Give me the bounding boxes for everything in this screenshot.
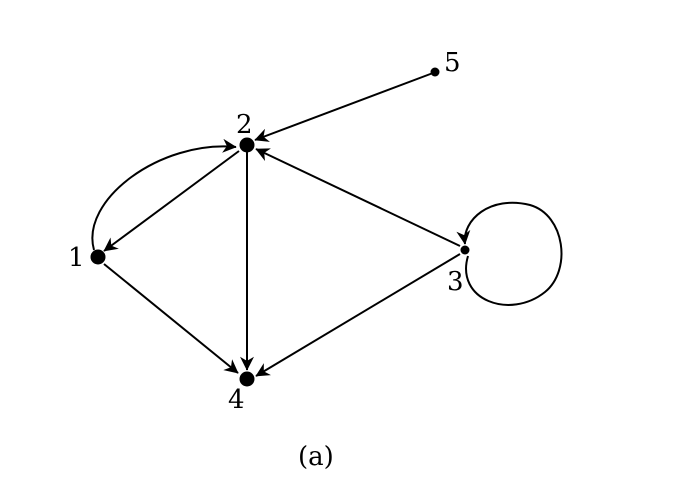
node-label-3: 3 bbox=[447, 267, 464, 297]
edge-1-to-2 bbox=[91, 138, 237, 251]
node-3 bbox=[460, 245, 470, 255]
edge-2-to-1 bbox=[103, 150, 240, 252]
edge-5-to-2 bbox=[254, 72, 434, 142]
node-label-4: 4 bbox=[228, 385, 245, 415]
edges bbox=[91, 72, 563, 377]
node-label-1: 1 bbox=[68, 243, 85, 273]
edge-3-to-3-loop bbox=[456, 201, 563, 306]
figure-caption: (a) bbox=[298, 442, 334, 472]
node-2 bbox=[239, 137, 255, 153]
edge-3-to-4 bbox=[255, 253, 461, 377]
node-4 bbox=[239, 371, 255, 387]
edge-3-to-2 bbox=[255, 148, 461, 247]
nodes bbox=[90, 67, 470, 387]
edge-1-to-4 bbox=[103, 263, 239, 374]
node-labels: 1 2 3 4 5 bbox=[68, 48, 464, 415]
node-1 bbox=[90, 249, 106, 265]
node-label-5: 5 bbox=[444, 48, 461, 78]
node-5 bbox=[430, 67, 440, 77]
node-label-2: 2 bbox=[236, 110, 253, 140]
